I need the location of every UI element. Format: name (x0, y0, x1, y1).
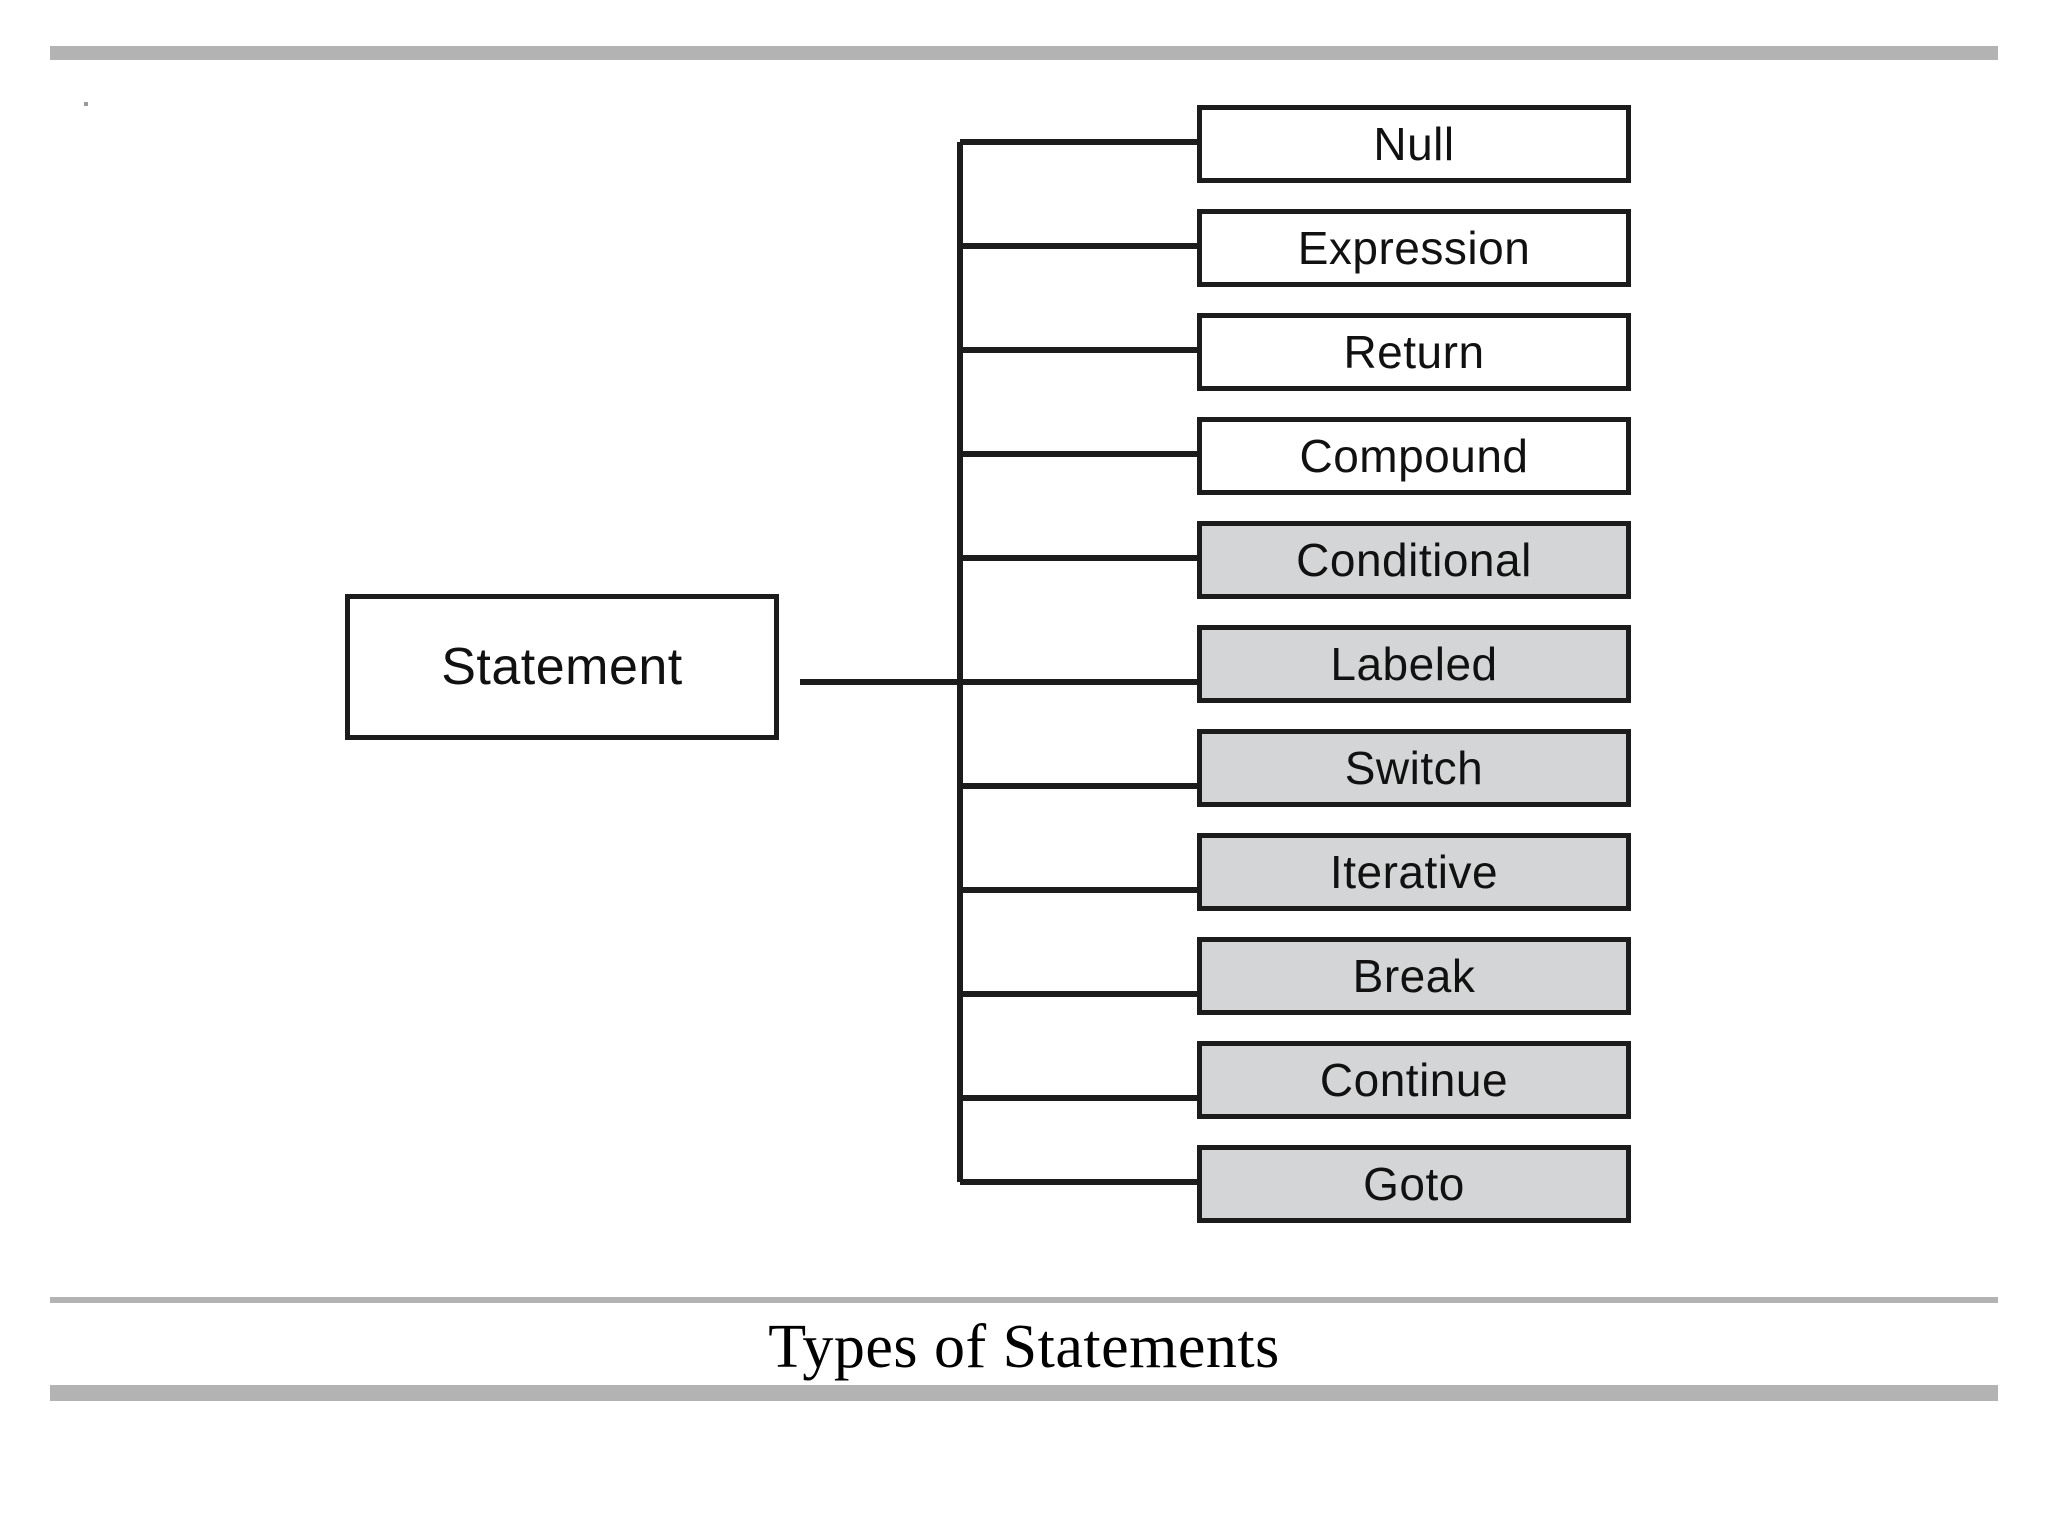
caption-top-rule (50, 1297, 1998, 1303)
tree-connector-lines (800, 139, 1197, 1185)
node-continue-label: Continue (1319, 1054, 1509, 1106)
statement-types-diagram: Statement Null Expression Return Compoun… (345, 105, 1639, 1231)
node-switch-label: Switch (1344, 742, 1484, 794)
node-continue[interactable]: Continue (1197, 1041, 1639, 1127)
node-labeled[interactable]: Labeled (1197, 625, 1639, 711)
scan-artifact-speck (84, 102, 88, 106)
node-iterative[interactable]: Iterative (1197, 833, 1639, 919)
node-labeled-label: Labeled (1330, 638, 1498, 690)
node-switch[interactable]: Switch (1197, 729, 1639, 815)
node-statement-label: Statement (441, 638, 683, 696)
node-return[interactable]: Return (1197, 313, 1639, 399)
node-conditional[interactable]: Conditional (1197, 521, 1639, 607)
node-goto-label: Goto (1363, 1158, 1465, 1210)
node-break-label: Break (1352, 950, 1476, 1002)
node-conditional-label: Conditional (1296, 534, 1532, 586)
figure-caption: Types of Statements (768, 1313, 1280, 1381)
node-compound-label: Compound (1299, 430, 1529, 482)
node-goto[interactable]: Goto (1197, 1145, 1639, 1231)
node-iterative-label: Iterative (1329, 846, 1499, 898)
node-compound[interactable]: Compound (1197, 417, 1639, 503)
node-break[interactable]: Break (1197, 937, 1639, 1023)
node-return-label: Return (1343, 326, 1485, 378)
node-null-label: Null (1373, 118, 1455, 170)
node-statement[interactable]: Statement (345, 594, 790, 751)
node-null[interactable]: Null (1197, 105, 1639, 191)
node-expression[interactable]: Expression (1197, 209, 1639, 295)
top-divider-rule (50, 46, 1998, 60)
node-expression-label: Expression (1297, 222, 1531, 274)
caption-bottom-rule (50, 1385, 1998, 1401)
